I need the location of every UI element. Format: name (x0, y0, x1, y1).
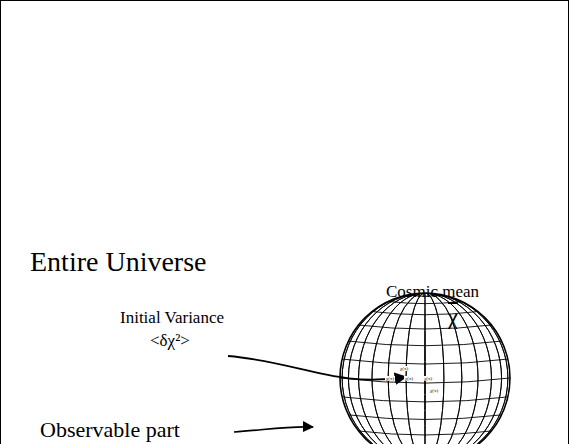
meridian (348, 293, 501, 444)
parallel (372, 312, 478, 315)
meridian (348, 293, 501, 444)
meridian (359, 293, 492, 444)
field-label: χ(x) (404, 376, 414, 381)
meridian (388, 293, 462, 444)
meridian (372, 293, 478, 444)
parallel (359, 431, 492, 435)
leader-arrow (228, 356, 406, 380)
annotation-label: Observable part (40, 419, 180, 441)
formula-label: <δχ²> (150, 332, 190, 349)
annotation-label: Initial Variance (120, 309, 224, 326)
parallel (348, 415, 501, 420)
field-label: χ(x) (399, 366, 409, 371)
field-label: χ(x) (385, 376, 395, 381)
meridian (406, 293, 444, 444)
parallel (348, 341, 501, 346)
meridian (359, 293, 492, 444)
leader-arrow (234, 427, 313, 432)
meridian (425, 293, 426, 444)
field-label: χ(x) (429, 388, 439, 393)
meridian (388, 293, 462, 444)
parallel (342, 359, 508, 364)
meridian (406, 293, 444, 444)
symbol-label: χ (448, 306, 458, 328)
parallel (342, 397, 508, 402)
title-label: Entire Universe (30, 248, 207, 276)
annotation-label: Cosmic mean (386, 283, 479, 300)
meridian (372, 293, 478, 444)
field-label: χ(x) (423, 376, 433, 381)
sphere-grid (340, 293, 510, 444)
parallel (388, 301, 462, 303)
parallel (359, 325, 492, 329)
sphere-outline (340, 293, 510, 444)
